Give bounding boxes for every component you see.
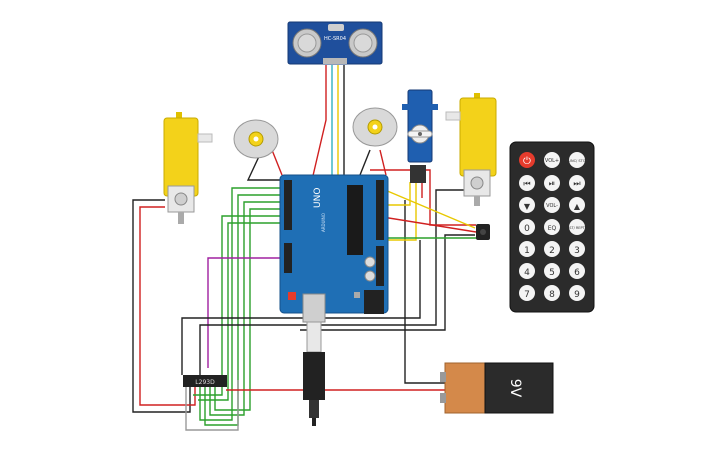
play-pause-icon: ⏯ — [549, 179, 555, 188]
arduino-uno: UNO ARDUINO — [279, 174, 389, 323]
wire-green-5 — [193, 215, 282, 396]
battery-label: 9V — [507, 379, 523, 398]
st-rept-button[interactable] — [569, 219, 585, 235]
seven-label: 7 — [524, 290, 530, 300]
vol-up-label: VOL+ — [545, 158, 559, 164]
dc-motor-2 — [352, 107, 398, 147]
wire-motor3-red — [379, 149, 387, 176]
one-label: 1 — [524, 246, 530, 256]
battery-9v: 9V — [440, 362, 554, 414]
nine-button[interactable] — [569, 285, 585, 301]
vol-down-button[interactable] — [544, 197, 560, 213]
vol-up-button[interactable] — [544, 152, 560, 168]
eq-label: EQ — [548, 225, 557, 232]
wire-purple — [207, 257, 282, 368]
wire-left-motor-black — [132, 199, 191, 413]
one-button[interactable] — [519, 241, 535, 257]
eight-label: 8 — [549, 290, 555, 300]
ir-receiver — [476, 224, 490, 240]
up-icon: ▲ — [574, 202, 581, 211]
up-button[interactable] — [569, 197, 585, 213]
eq-button[interactable] — [544, 219, 560, 235]
ultrasonic-sensor: HC-SR04 — [287, 21, 383, 65]
six-label: 6 — [574, 268, 580, 278]
wire-green-1 — [199, 187, 282, 421]
wire-motor2-red — [271, 149, 283, 176]
five-label: 5 — [549, 268, 555, 278]
ir-remote: ⏻ VOL+ FUNC/ STOP ⏮ ⏯ ⏭ ▼ VOL- ▲ 0 EQ ST… — [509, 141, 595, 313]
st-rept-label: ST/ REPT — [569, 226, 585, 230]
zero-label: 0 — [524, 224, 530, 234]
power-button[interactable] — [519, 152, 535, 168]
prev-button[interactable] — [519, 175, 535, 191]
wire-motor2-black — [246, 149, 282, 181]
wire-black-bottom-2 — [199, 189, 465, 375]
vol-down-label: VOL- — [546, 203, 558, 209]
driver-label: L293D — [195, 379, 215, 386]
two-label: 2 — [549, 246, 555, 256]
wire-green-4 — [214, 208, 282, 411]
wire-black-bottom-3 — [300, 234, 475, 331]
gear-motor-left — [163, 112, 213, 224]
two-button[interactable] — [544, 241, 560, 257]
usb-cable — [303, 321, 325, 426]
func-stop-button[interactable] — [569, 152, 585, 168]
nine-label: 9 — [574, 290, 580, 300]
usb-port — [302, 293, 326, 323]
wire-ir-yellow — [384, 189, 476, 229]
wire-left-motor-red — [139, 206, 196, 406]
wire-sensor-red — [311, 65, 327, 181]
six-button[interactable] — [569, 263, 585, 279]
prev-icon: ⏮ — [523, 179, 530, 188]
motor-driver: L293D — [183, 375, 227, 387]
four-button[interactable] — [519, 263, 535, 279]
play-pause-button[interactable] — [544, 175, 560, 191]
wires — [132, 65, 480, 431]
wire-black-bottom-1 — [181, 240, 421, 375]
three-button[interactable] — [569, 241, 585, 257]
down-button[interactable] — [519, 197, 535, 213]
power-jack — [364, 290, 384, 314]
arduino-brand: ARDUINO — [321, 213, 326, 232]
servo-motor — [402, 89, 438, 183]
power-icon: ⏻ — [523, 156, 531, 167]
arduino-logo: UNO — [313, 188, 323, 208]
seven-button[interactable] — [519, 285, 535, 301]
gear-motor-right — [445, 93, 497, 206]
sensor-label: HC-SR04 — [324, 36, 346, 42]
func-stop-label: FUNC/ STOP — [566, 159, 587, 163]
wire-green-3 — [209, 201, 282, 416]
eight-button[interactable] — [544, 285, 560, 301]
next-button[interactable] — [569, 175, 585, 191]
down-icon: ▼ — [524, 202, 531, 211]
five-button[interactable] — [544, 263, 560, 279]
wire-motor3-black — [359, 149, 371, 176]
dc-motor-1 — [233, 119, 279, 159]
wire-red-right-motor — [370, 169, 476, 226]
wire-green-6 — [198, 222, 282, 401]
wire-black-battery — [404, 200, 445, 384]
zero-button[interactable] — [519, 219, 535, 235]
next-icon: ⏭ — [573, 179, 580, 188]
four-label: 4 — [524, 268, 530, 278]
three-label: 3 — [574, 246, 580, 256]
wire-gray — [185, 380, 239, 431]
